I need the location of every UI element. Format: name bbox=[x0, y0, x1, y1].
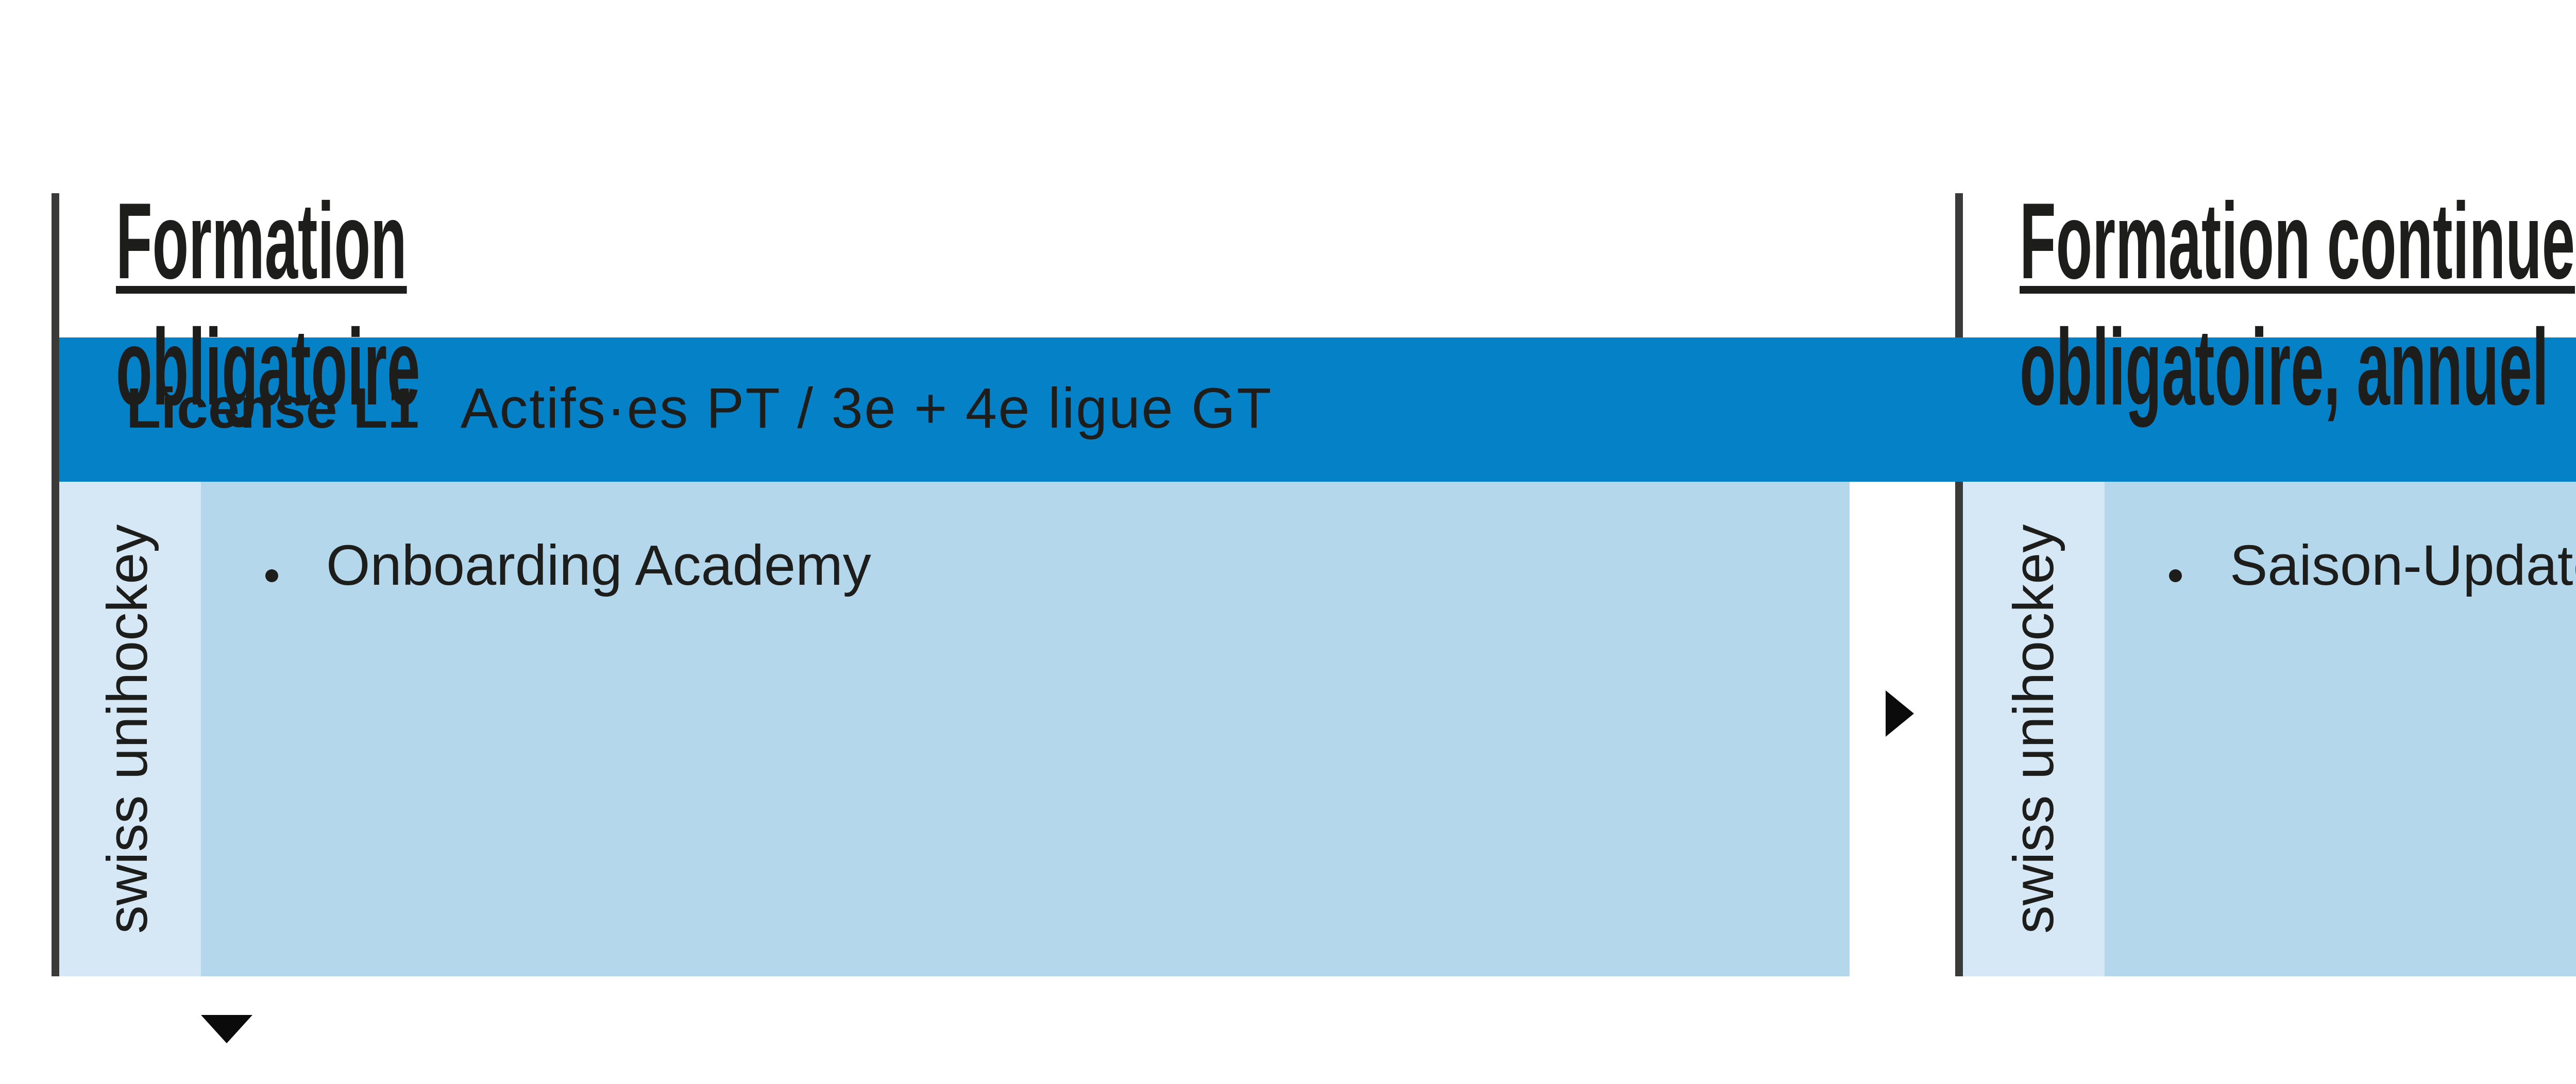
formation-continue-box: swiss unihockey Saison-Update bbox=[1961, 480, 2576, 975]
license-banner: License L1 Actifs·es PT / 3e + 4e ligue … bbox=[57, 338, 2576, 481]
down-arrow-icon bbox=[200, 1015, 252, 1043]
right-sidebar-vertical-label: swiss unihockey bbox=[2000, 523, 2065, 933]
left-header-line2: obligatoire bbox=[116, 305, 420, 427]
bullet-dot bbox=[2167, 570, 2181, 583]
left-sidebar-strip bbox=[57, 480, 200, 975]
left-column-header: Formation obligatoire bbox=[116, 180, 420, 431]
bullet-dot bbox=[264, 570, 277, 583]
license-banner-title: License L1 bbox=[126, 376, 419, 441]
formation-obligatoire-box: swiss unihockey Onboarding Academy bbox=[57, 480, 1850, 975]
right-arrow-icon bbox=[1884, 690, 1913, 737]
right-header-line1: Formation continue bbox=[2020, 180, 2575, 301]
left-column-rule bbox=[52, 192, 58, 975]
left-header-line1: Formation bbox=[116, 180, 407, 301]
right-box-content: Saison-Update bbox=[2104, 481, 2576, 975]
list-item: Saison-Update bbox=[2104, 481, 2576, 600]
left-box-item-label: Onboarding Academy bbox=[326, 532, 871, 597]
left-box-content: Onboarding Academy bbox=[200, 481, 1850, 975]
right-box-item-label: Saison-Update bbox=[2229, 532, 2576, 597]
right-header-line2: obligatoire, annuel bbox=[2020, 305, 2549, 427]
license-banner-subtitle: Actifs·es PT / 3e + 4e ligue GT bbox=[460, 376, 1273, 441]
list-item: Onboarding Academy bbox=[200, 481, 1850, 600]
right-column-header: Formation continue obligatoire, annuel bbox=[2020, 180, 2575, 431]
right-sidebar-strip bbox=[1961, 480, 2104, 975]
left-sidebar-vertical-label: swiss unihockey bbox=[95, 523, 160, 933]
right-column-rule bbox=[1955, 192, 1962, 975]
